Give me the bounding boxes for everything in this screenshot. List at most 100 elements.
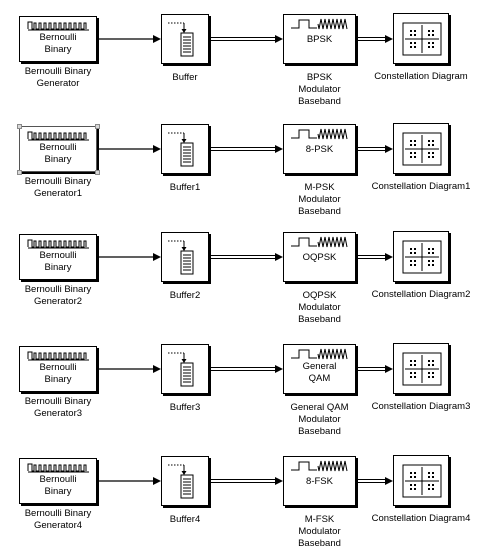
selection-handle[interactable] [17, 170, 22, 175]
modulator-label: Modulator [298, 194, 341, 205]
modulator-label: Modulator [298, 414, 341, 425]
modulator-label: Modulator [298, 302, 341, 313]
signal-line-buffer-to-modulator[interactable] [210, 365, 283, 373]
signal-line-buffer-to-modulator[interactable] [210, 145, 283, 153]
constellation-label: Constellation Diagram4 [371, 513, 471, 524]
buffer-block[interactable] [161, 456, 209, 506]
modulator-label: BPSK [306, 72, 333, 83]
modulator-label: Modulator [298, 84, 341, 95]
modulator-label: Baseband [298, 206, 341, 217]
generator-label: Generator2 [33, 296, 83, 307]
generator-text: Binary [44, 374, 72, 385]
constellation-diagram-block[interactable] [393, 343, 449, 394]
signal-line-buffer-to-modulator[interactable] [210, 35, 283, 43]
constellation-scope-icon [402, 22, 442, 56]
signal-line-modulator-to-scope[interactable] [357, 35, 393, 43]
signal-line-generator-to-buffer[interactable] [98, 35, 161, 43]
signal-line-modulator-to-scope[interactable] [357, 253, 393, 261]
generator-text: Binary [44, 262, 72, 273]
buffer-label: Buffer2 [169, 290, 201, 301]
pulse-train-icon [27, 351, 89, 361]
constellation-scope-icon [402, 132, 442, 166]
buffer-block[interactable] [161, 124, 209, 174]
selection-handle[interactable] [17, 124, 22, 129]
buffer-block[interactable] [161, 344, 209, 394]
buffer-block[interactable] [161, 14, 209, 64]
generator-text: Binary [44, 44, 72, 55]
modulated-wave-icon [291, 348, 348, 360]
buffer-icon [168, 464, 194, 499]
constellation-scope-icon [402, 352, 442, 386]
constellation-diagram-block[interactable] [393, 455, 449, 506]
signal-line-modulator-to-scope[interactable] [357, 365, 393, 373]
modulated-wave-icon [291, 128, 348, 140]
generator-text: Bernoulli [39, 362, 77, 373]
modulator-text: 8-PSK [305, 144, 334, 155]
constellation-label: Constellation Diagram1 [371, 181, 471, 192]
modulator-label: General QAM [290, 402, 349, 413]
generator-label: Bernoulli Binary [24, 508, 92, 519]
selection-handle[interactable] [95, 170, 100, 175]
modulator-text: 8-FSK [306, 476, 333, 487]
generator-label: Generator1 [33, 188, 83, 199]
signal-line-modulator-to-scope[interactable] [357, 145, 393, 153]
signal-line-generator-to-buffer[interactable] [98, 365, 161, 373]
pulse-train-icon [27, 463, 89, 473]
buffer-icon [168, 240, 194, 275]
signal-line-modulator-to-scope[interactable] [357, 477, 393, 485]
generator-text: Binary [44, 154, 72, 165]
constellation-diagram-block[interactable] [393, 231, 449, 282]
generator-label: Bernoulli Binary [24, 176, 92, 187]
modulator-text: QAM [308, 373, 331, 384]
modulator-block[interactable]: OQPSK [283, 232, 356, 282]
modulated-wave-icon [291, 18, 348, 30]
generator-text: Bernoulli [39, 142, 77, 153]
constellation-label: Constellation Diagram2 [371, 289, 471, 300]
modulator-block[interactable]: 8-PSK [283, 124, 356, 174]
generator-label: Bernoulli Binary [24, 66, 92, 77]
pulse-train-icon [27, 21, 89, 31]
modulator-label: M-PSK [304, 182, 335, 193]
buffer-label: Buffer1 [169, 182, 201, 193]
buffer-label: Buffer3 [169, 402, 201, 413]
pulse-train-icon [27, 239, 89, 249]
modulated-wave-icon [291, 236, 348, 248]
constellation-scope-icon [402, 240, 442, 274]
modulator-block[interactable]: BPSK [283, 14, 356, 64]
buffer-icon [168, 22, 194, 57]
modulator-text: General [302, 361, 337, 372]
modulator-label: Baseband [298, 426, 341, 437]
signal-line-generator-to-buffer[interactable] [98, 253, 161, 261]
modulator-label: M-FSK [304, 514, 335, 525]
buffer-label: Buffer [172, 72, 198, 83]
signal-line-generator-to-buffer[interactable] [98, 477, 161, 485]
constellation-diagram-block[interactable] [393, 123, 449, 174]
generator-label: Generator [36, 78, 80, 89]
buffer-label: Buffer4 [169, 514, 201, 525]
constellation-scope-icon [402, 464, 442, 498]
signal-line-buffer-to-modulator[interactable] [210, 253, 283, 261]
constellation-label: Constellation Diagram [374, 71, 468, 82]
modulator-label: Baseband [298, 314, 341, 325]
modulator-block[interactable]: 8-FSK [283, 456, 356, 506]
generator-label: Bernoulli Binary [24, 396, 92, 407]
modulator-label: OQPSK [302, 290, 337, 301]
generator-label: Bernoulli Binary [24, 284, 92, 295]
modulated-wave-icon [291, 460, 348, 472]
constellation-diagram-block[interactable] [393, 13, 449, 64]
generator-text: Bernoulli [39, 32, 77, 43]
generator-label: Generator4 [33, 520, 83, 531]
signal-line-generator-to-buffer[interactable] [98, 145, 161, 153]
selection-handle[interactable] [95, 124, 100, 129]
buffer-block[interactable] [161, 232, 209, 282]
generator-text: Bernoulli [39, 250, 77, 261]
pulse-train-icon [27, 131, 89, 141]
signal-line-buffer-to-modulator[interactable] [210, 477, 283, 485]
